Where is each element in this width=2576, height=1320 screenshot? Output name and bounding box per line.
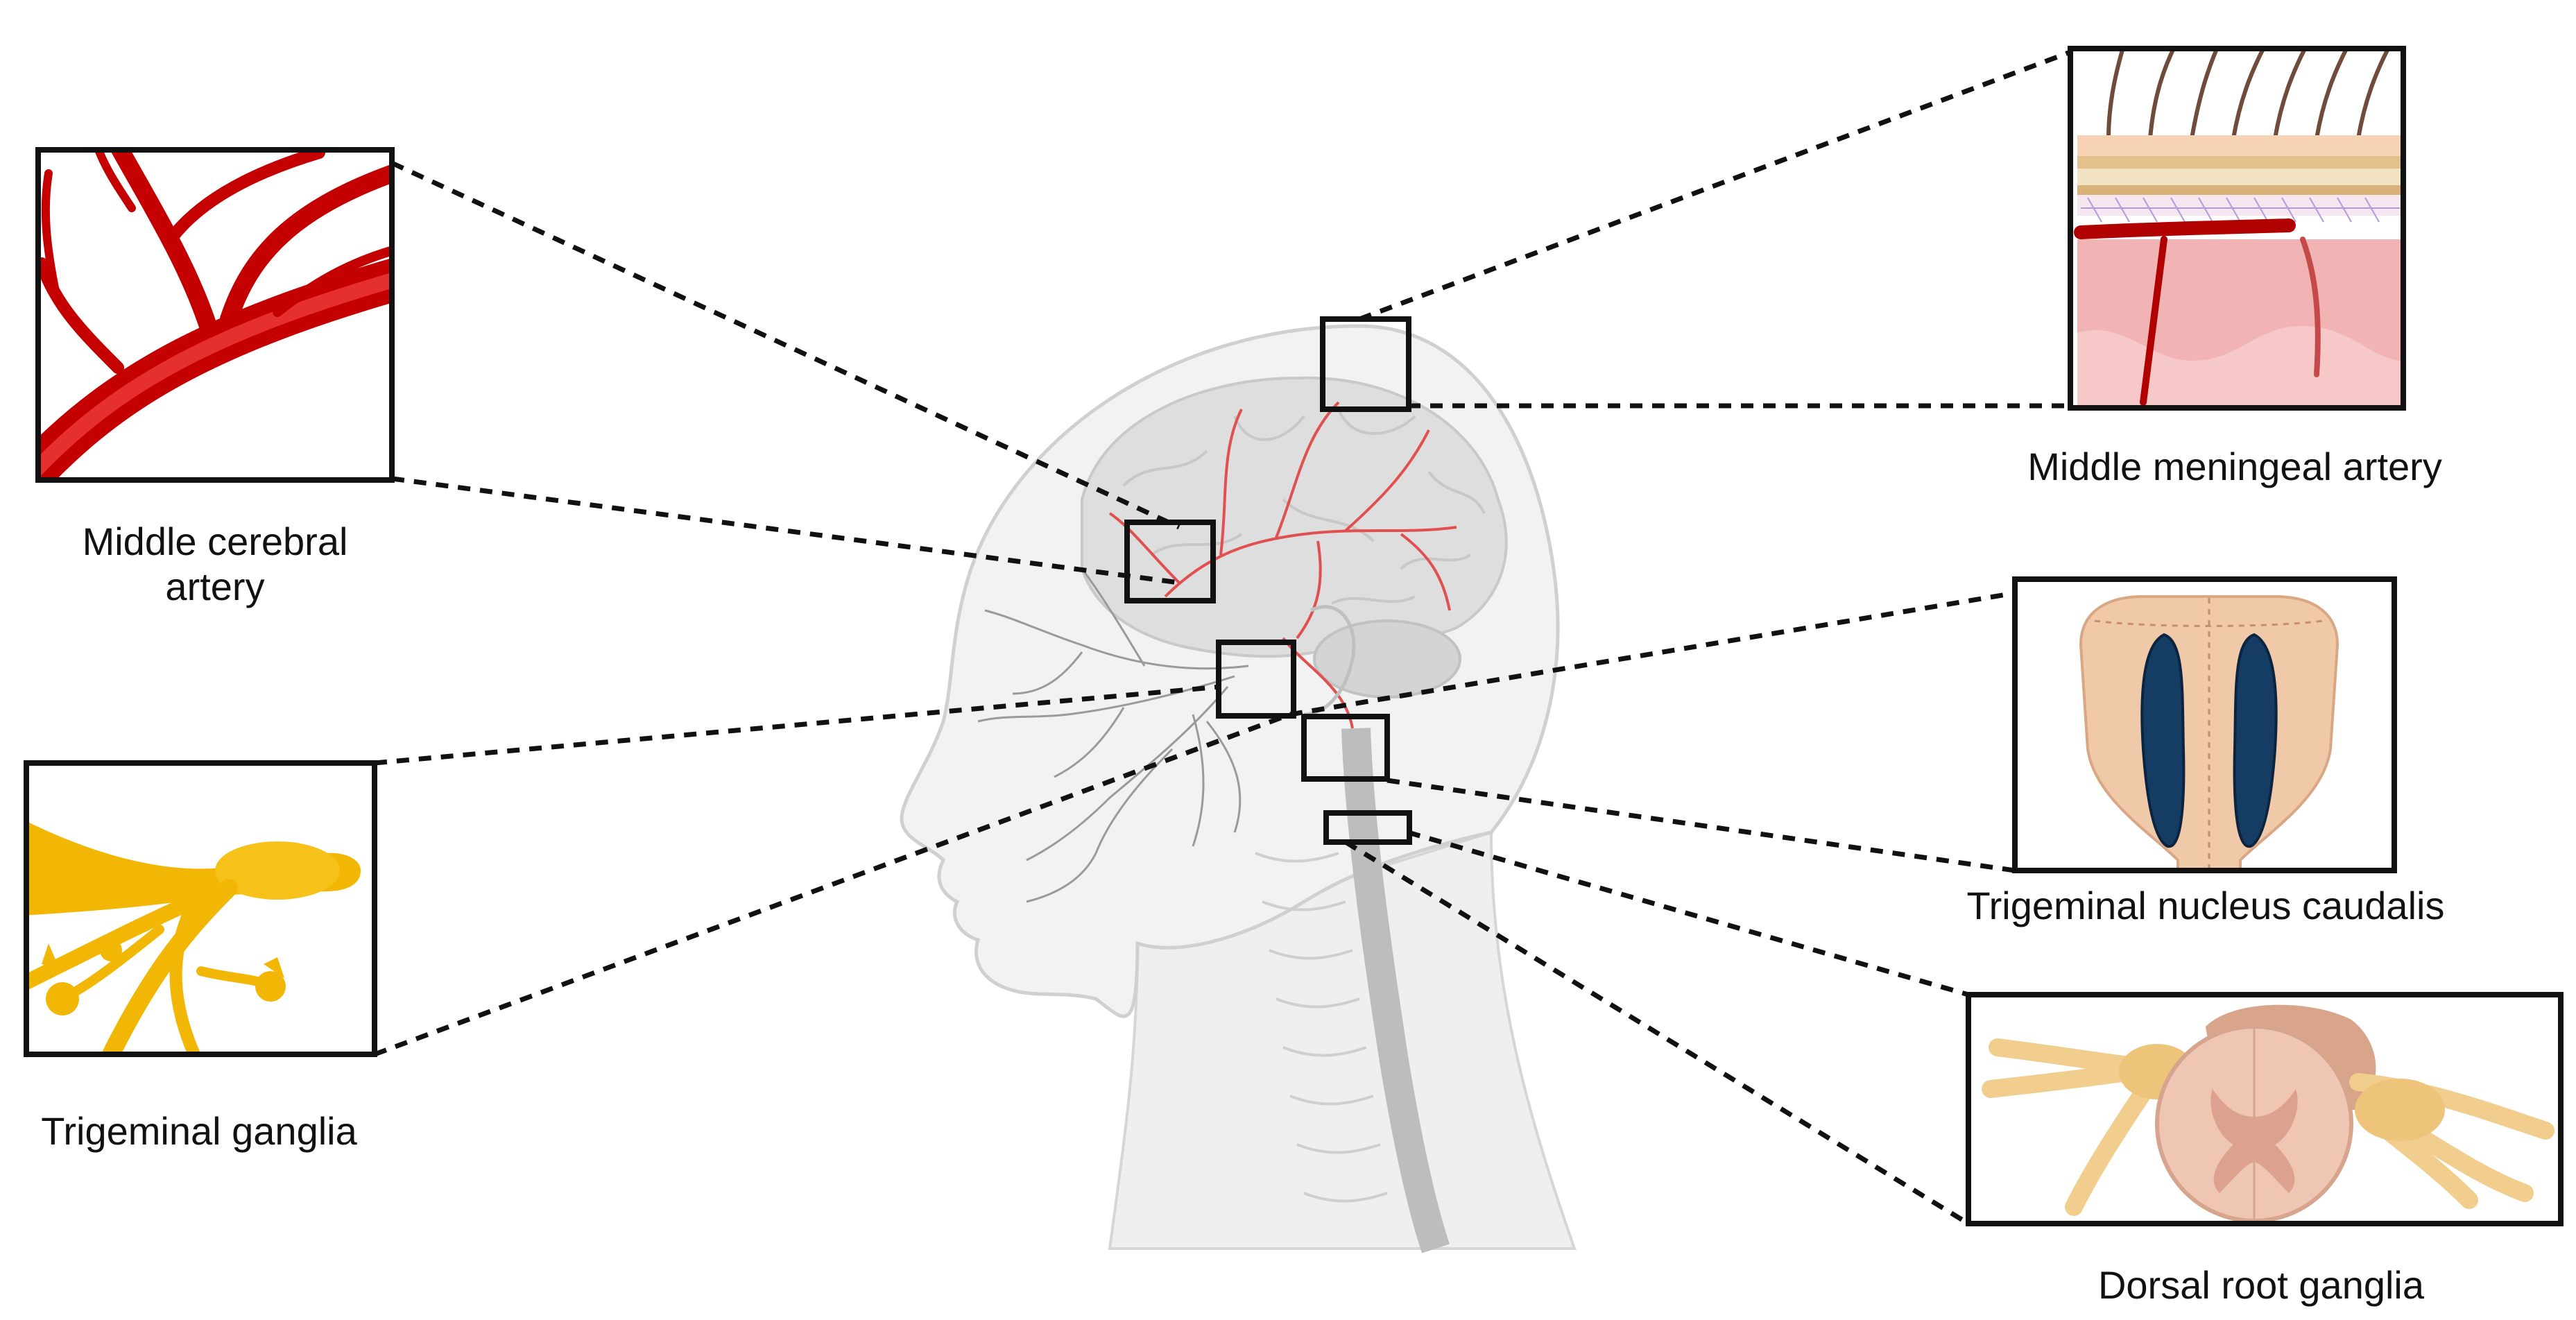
meninges-illustration (2074, 49, 2403, 408)
zoom-box-dorsal-root (1323, 810, 1412, 845)
label-middle-cerebral-artery-line1: Middle cerebral (83, 520, 348, 563)
panel-trigeminal-nucleus-caudalis: Trigeminal nucleus caudalis (1967, 576, 2445, 927)
zoom-box-cerebral (1124, 520, 1216, 603)
brain-gyri (1122, 409, 1486, 605)
panel-middle-meningeal-artery: Middle meningeal artery (2027, 46, 2442, 488)
spinal-cord (1341, 728, 1450, 1253)
label-trigeminal-nucleus-caudalis: Trigeminal nucleus caudalis (1967, 884, 2445, 927)
connector-mca-top (390, 160, 1180, 530)
cerebellum (1313, 619, 1461, 698)
connector-tg-top (374, 684, 1221, 766)
trigeminal-nerve-branches (977, 568, 1249, 903)
connector-tnc-bottom (1386, 778, 2016, 873)
ganglion-illustration (26, 821, 361, 1054)
connector-tnc-top (1289, 590, 2016, 717)
connector-mma-top (1358, 49, 2072, 322)
zoom-box-trigeminal-ganglion (1216, 640, 1296, 719)
label-middle-meningeal-artery: Middle meningeal artery (2027, 445, 2442, 488)
label-middle-cerebral-artery-line2: artery (165, 565, 264, 608)
panel-dorsal-root-ganglia: Dorsal root ganglia (1966, 992, 2564, 1307)
head-illustration (900, 324, 1577, 1253)
artery-illustration (38, 150, 392, 480)
panel-trigeminal-ganglia: Trigeminal ganglia (24, 760, 377, 1153)
zoom-box-nucleus-caudalis (1301, 714, 1390, 782)
label-dorsal-root-ganglia: Dorsal root ganglia (2098, 1263, 2425, 1307)
brain (1081, 376, 1508, 658)
nucleus-illustration (2079, 595, 2339, 871)
connector-tg-bottom (373, 712, 1291, 1057)
label-trigeminal-ganglia: Trigeminal ganglia (41, 1109, 357, 1153)
vertebra-lines (1255, 852, 1388, 1203)
panel-middle-cerebral-artery: Middle cerebral artery (35, 147, 395, 608)
connector-drg-bottom (1344, 840, 1970, 1226)
spinal-cord-section-illustration (1982, 1004, 2554, 1223)
connector-drg-top (1407, 830, 1969, 997)
connector-lines (373, 49, 2072, 1226)
